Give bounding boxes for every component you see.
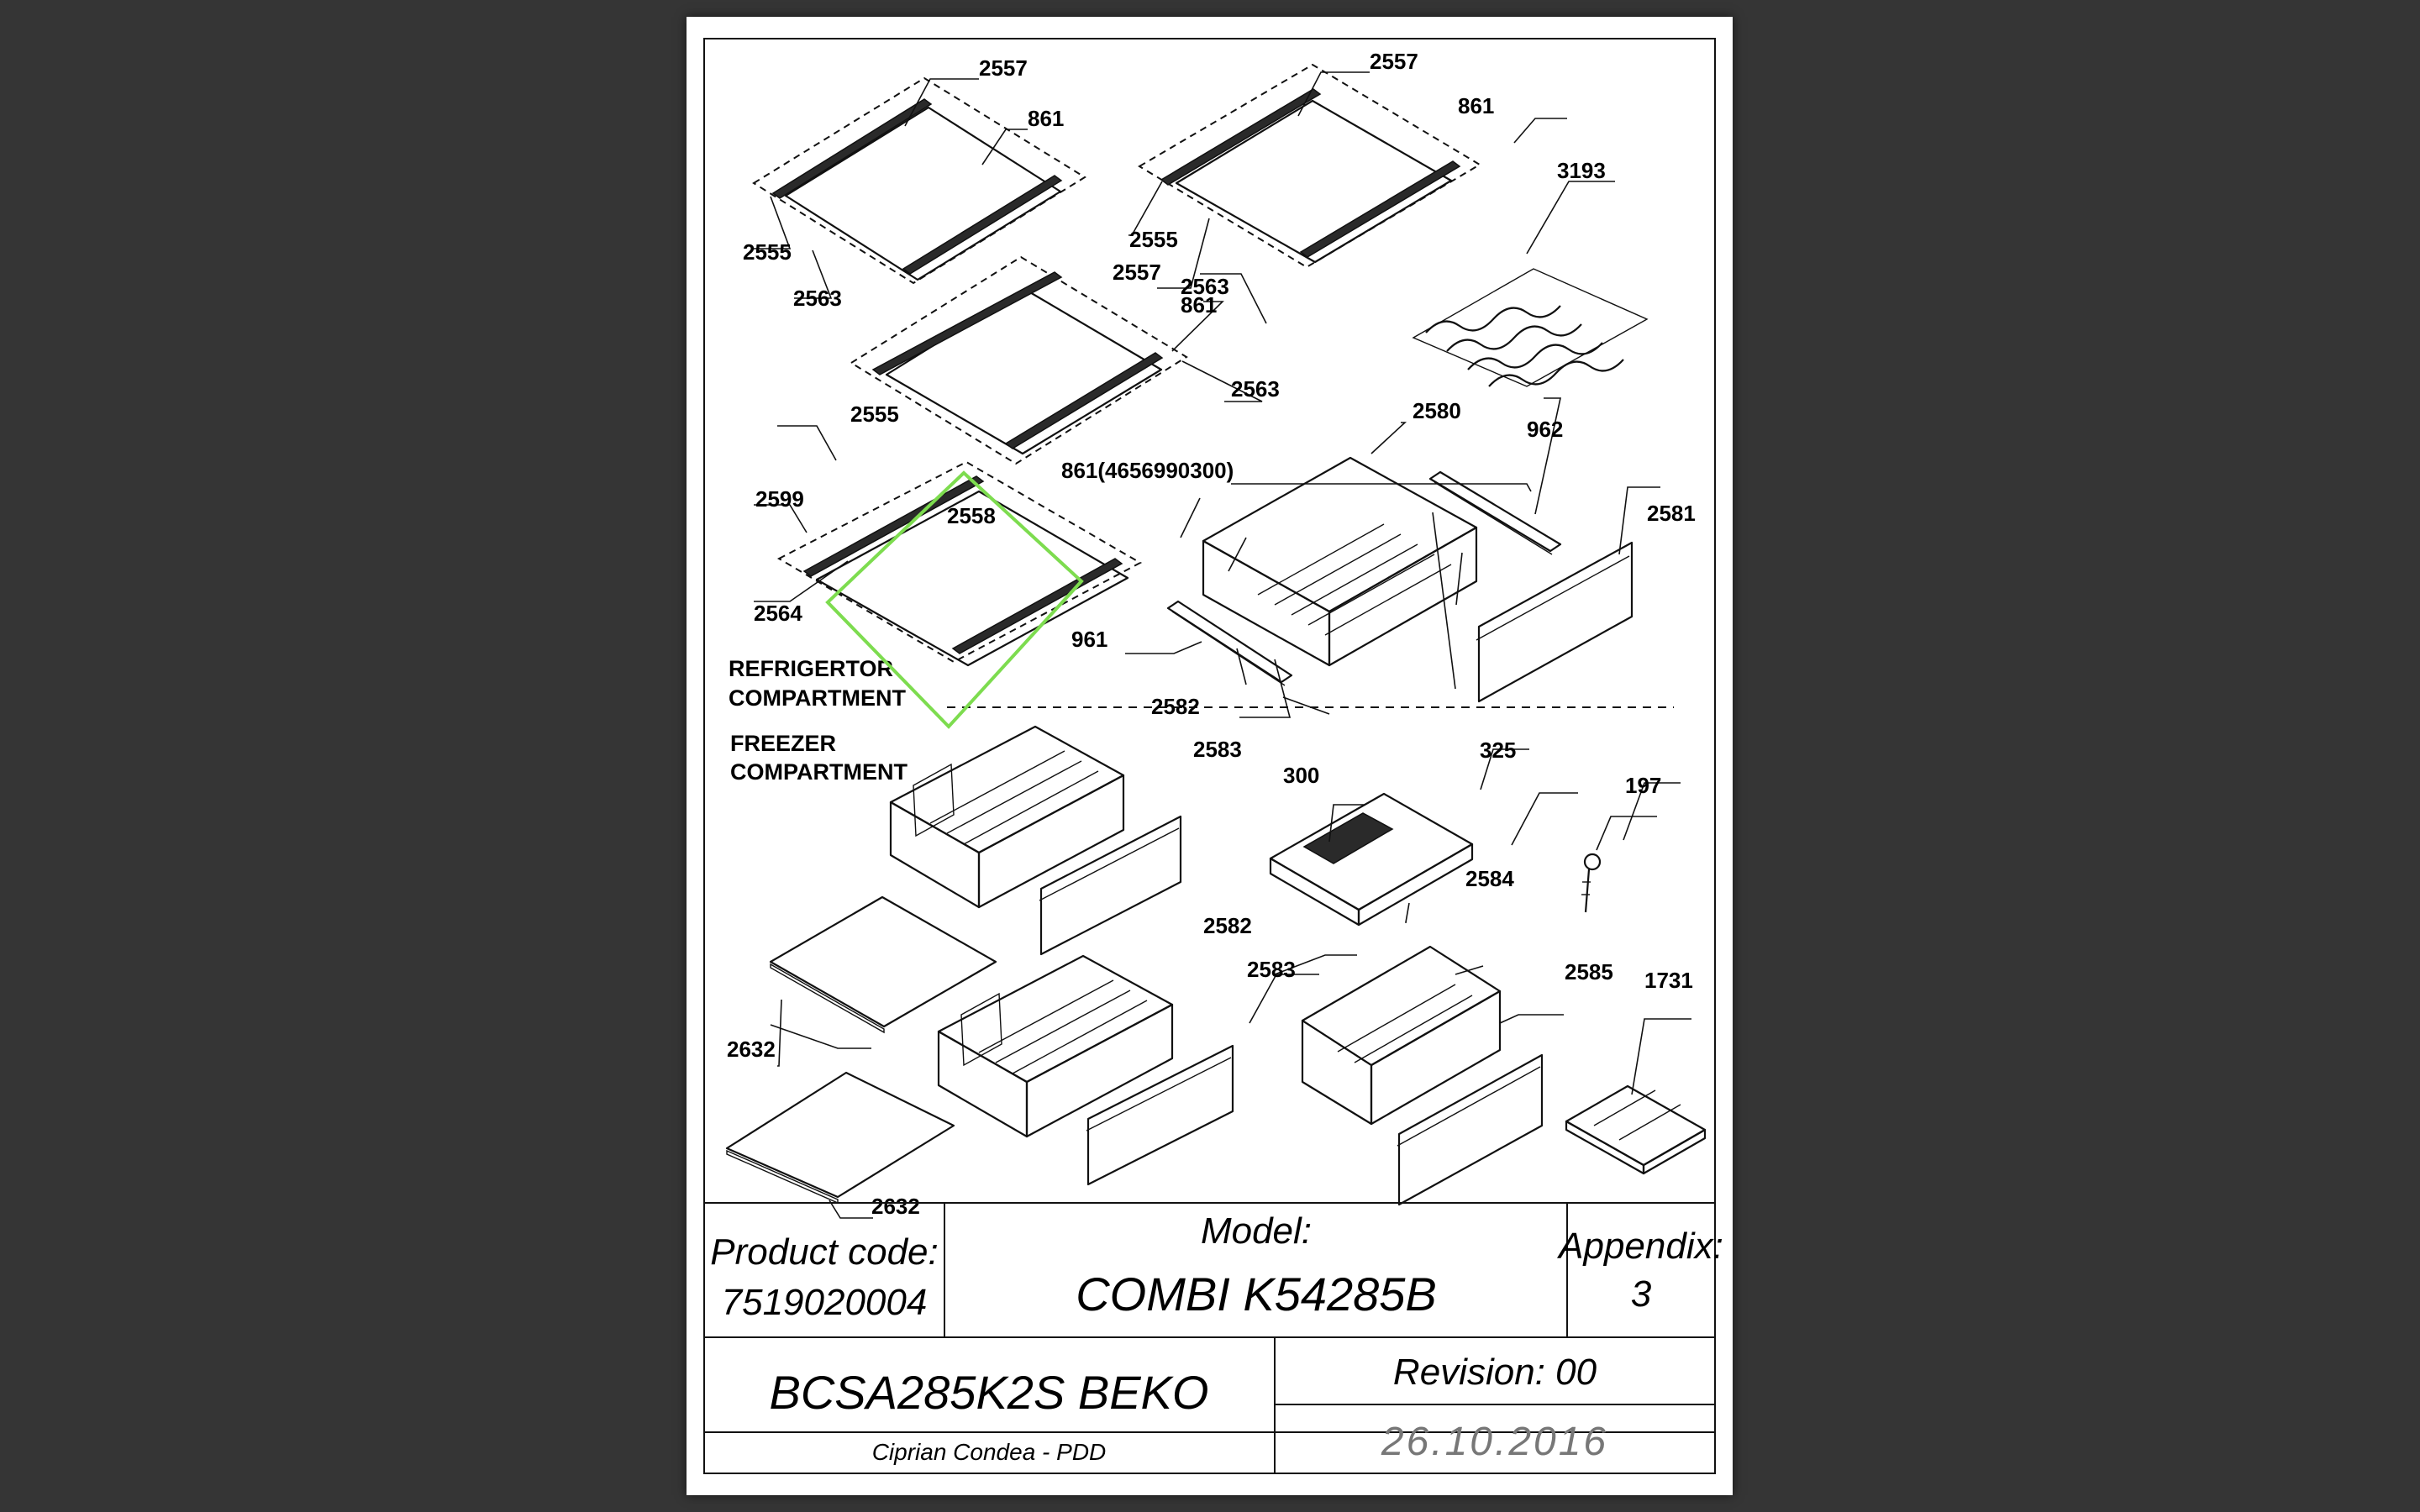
part-label: 961 (1071, 627, 1107, 652)
part-label: 2632 (727, 1037, 776, 1062)
exploded-parts-diagram: 2557 861 2555 2563 2557 861 2555 2563 31… (703, 38, 1723, 1474)
freezer-front-panel-upper (1039, 815, 1182, 956)
wine-rack (1412, 268, 1649, 387)
slide-rail-bottom (1166, 600, 1293, 686)
drawing-frame (703, 38, 1716, 1474)
part-label: 2555 (850, 402, 899, 427)
part-label: 1731 (1644, 968, 1693, 993)
part-label: 197 (1625, 773, 1661, 798)
selection-highlight[interactable] (825, 470, 1084, 729)
part-label: 2581 (1647, 501, 1696, 526)
glass-shelf-top-left (752, 76, 1086, 285)
freezer-front-panel-lower (1086, 1044, 1234, 1186)
refrigerator-caption-line2: COMPARTMENT (729, 685, 906, 711)
glass-shelf-top-right (1138, 63, 1481, 269)
part-label: 2583 (1193, 737, 1242, 762)
part-label: 962 (1527, 417, 1563, 442)
door-key (1581, 853, 1602, 913)
crisper-front-panel (1476, 541, 1634, 703)
part-label: 2582 (1203, 913, 1252, 938)
leader-lines (752, 71, 1691, 1219)
product-code-value: 7519020004 (722, 1282, 928, 1323)
product-code-label: Product code: (710, 1231, 939, 1273)
slide-rail-top (1428, 470, 1562, 555)
ice-cube-tray (1565, 1084, 1707, 1175)
part-label: 2558 (947, 503, 996, 528)
part-label: 861 (1458, 93, 1494, 118)
model-value: COMBI K54285B (1076, 1268, 1437, 1320)
part-label: 3193 (1557, 158, 1606, 183)
part-label: 2555 (1129, 227, 1178, 252)
part-label: 300 (1283, 763, 1319, 788)
glass-shelf-middle (850, 255, 1188, 465)
freezer-drawer-upper (889, 725, 1125, 909)
freezer-caption-line1: FREEZER (730, 731, 836, 756)
glass-plate-upper (769, 895, 997, 1034)
refrigerator-caption-line1: REFRIGERTOR (729, 656, 893, 681)
ice-tray-holder (1269, 792, 1474, 927)
part-label: 2557 (1113, 260, 1161, 285)
crisper-drawer (1202, 456, 1478, 667)
part-label: 861 (1028, 106, 1064, 131)
ice-tray (1302, 812, 1394, 864)
part-label: 861(4656990300) (1061, 458, 1234, 483)
part-labels: 2557 861 2555 2563 2557 861 2555 2563 31… (727, 49, 1696, 1219)
glass-plate-lower (725, 1071, 955, 1205)
revision: Revision: 00 (1393, 1352, 1597, 1393)
part-label: 2557 (979, 55, 1028, 81)
part-label: 2563 (1231, 376, 1280, 402)
part-label: 2585 (1565, 959, 1613, 984)
title-block: Product code: 7519020004 Model: COMBI K5… (704, 1202, 1723, 1473)
model-label: Model: (1201, 1210, 1312, 1252)
author: Ciprian Condea - PDD (872, 1439, 1107, 1465)
freezer-front-panel-small (1397, 1053, 1544, 1206)
product-name: BCSA285K2S BEKO (770, 1366, 1209, 1419)
part-label: 2599 (755, 486, 804, 512)
part-label: 2563 (793, 286, 842, 311)
part-label: 2632 (871, 1194, 920, 1219)
part-label: 2584 (1465, 866, 1514, 891)
part-label: 2557 (1370, 49, 1418, 74)
part-label: 325 (1480, 738, 1516, 763)
part-label: 861 (1181, 292, 1217, 318)
date: 26.10.2016 (1381, 1420, 1608, 1464)
part-label: 2580 (1413, 398, 1461, 423)
part-label: 2564 (754, 601, 802, 626)
part-label: 2563 (1181, 274, 1229, 299)
appendix-label: Appendix: (1556, 1226, 1723, 1267)
drawing-page: 2557 861 2555 2563 2557 861 2555 2563 31… (687, 17, 1733, 1495)
appendix-value: 3 (1631, 1273, 1652, 1315)
freezer-drawer-small (1301, 945, 1502, 1126)
part-label: 2583 (1247, 957, 1296, 982)
freezer-drawer-lower (937, 954, 1174, 1138)
freezer-caption-line2: COMPARTMENT (730, 759, 908, 785)
part-label: 2555 (743, 239, 792, 265)
part-label: 2582 (1151, 694, 1200, 719)
